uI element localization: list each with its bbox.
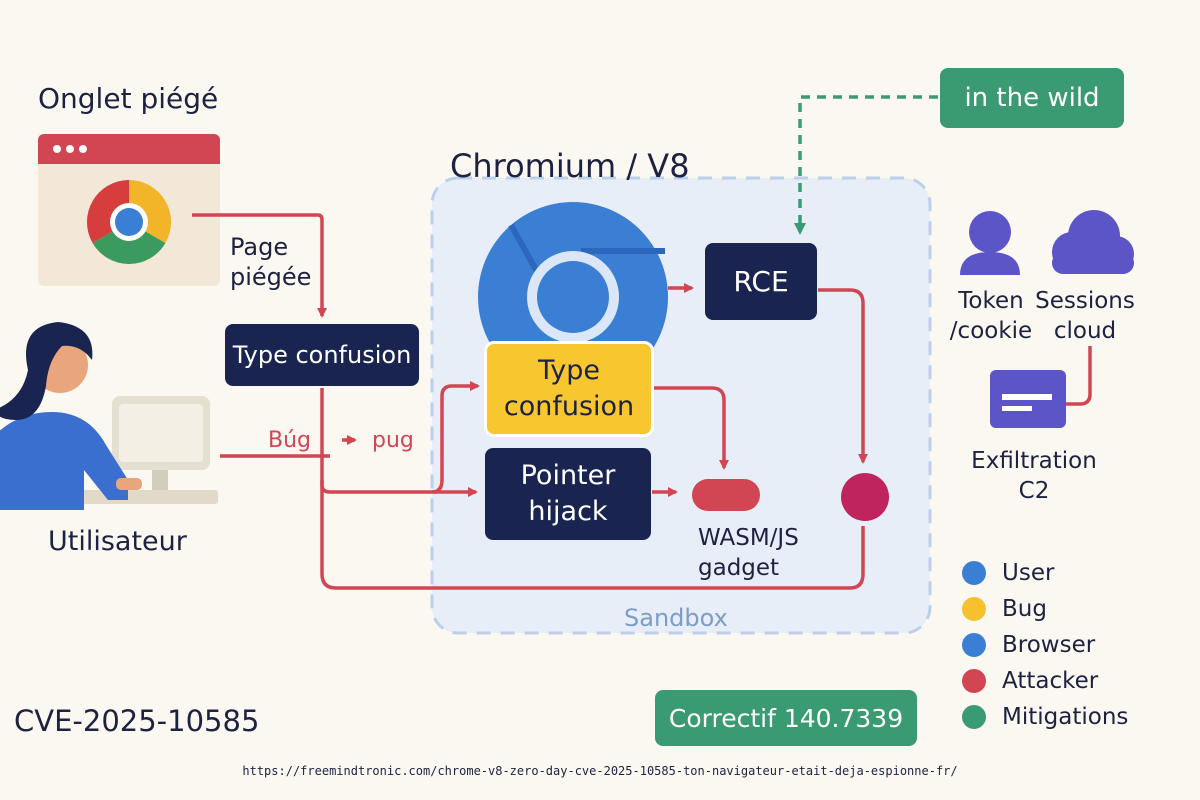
chromium-title: Chromium / V8 — [450, 147, 690, 185]
rce-to-attacker-arrow — [818, 288, 868, 464]
tab-to-type-confusion-arrow — [192, 213, 327, 318]
wasm-gadget-label: WASM/JS gadget — [698, 525, 799, 581]
sessions-label: Sessions cloud — [1035, 288, 1135, 344]
rce-box: RCE — [705, 243, 817, 320]
legend-label: Browser — [1002, 632, 1096, 658]
type-confusion-box: Type confusion — [225, 324, 419, 386]
legend-dot — [962, 705, 986, 729]
page-label: Page piégée — [230, 233, 312, 291]
exfil-label: Exfiltration C2 — [971, 448, 1097, 504]
legend-label: User — [1002, 560, 1055, 586]
in-the-wild-badge: in the wild — [940, 68, 1124, 128]
token-label: Token /cookie — [949, 288, 1033, 344]
legend-label: Bug — [1002, 596, 1047, 622]
user-at-desk-illustration — [0, 322, 218, 510]
exfil-server-icon — [990, 370, 1066, 428]
exfil-to-sessions-line — [1066, 346, 1092, 406]
cloud-icon — [1052, 210, 1134, 274]
sandbox-label: Sandbox — [624, 604, 728, 632]
legend-dot — [962, 561, 986, 585]
legend-item-browser: Browser — [962, 632, 1095, 658]
tab-title: Onglet piégé — [38, 82, 219, 115]
legend-label: Attacker — [1002, 668, 1099, 694]
token-user-icon — [960, 211, 1020, 275]
legend-dot — [962, 669, 986, 693]
legend-item-user: User — [962, 560, 1054, 586]
wasm-gadget-node — [692, 479, 760, 511]
bottom-loop-line — [320, 480, 865, 590]
inner-type-confusion-box: Type confusion — [484, 341, 654, 437]
user-label: Utilisateur — [48, 526, 187, 557]
pug-label: pug — [372, 428, 414, 453]
footer-url[interactable]: https://freemindtronic.com/chrome-v8-zer… — [242, 764, 958, 778]
legend-dot — [962, 633, 986, 657]
chrome-logo-icon — [86, 179, 172, 265]
legend-item-bug: Bug — [962, 596, 1047, 622]
cve-id: CVE-2025-10585 — [14, 704, 260, 738]
in-the-wild-dashed-arrow — [794, 95, 938, 235]
type-confusion-to-wasm-arrow — [651, 386, 729, 470]
legend-label: Mitigations — [1002, 704, 1129, 730]
attacker-node — [841, 473, 889, 521]
legend-item-attacker: Attacker — [962, 668, 1098, 694]
legend-dot — [962, 597, 986, 621]
bug-label: Búg — [268, 428, 312, 453]
legend-item-mitigations: Mitigations — [962, 704, 1128, 730]
pointer-hijack-box: Pointer hijack — [485, 448, 651, 540]
patch-badge: Correctif 140.7339 — [655, 690, 917, 746]
